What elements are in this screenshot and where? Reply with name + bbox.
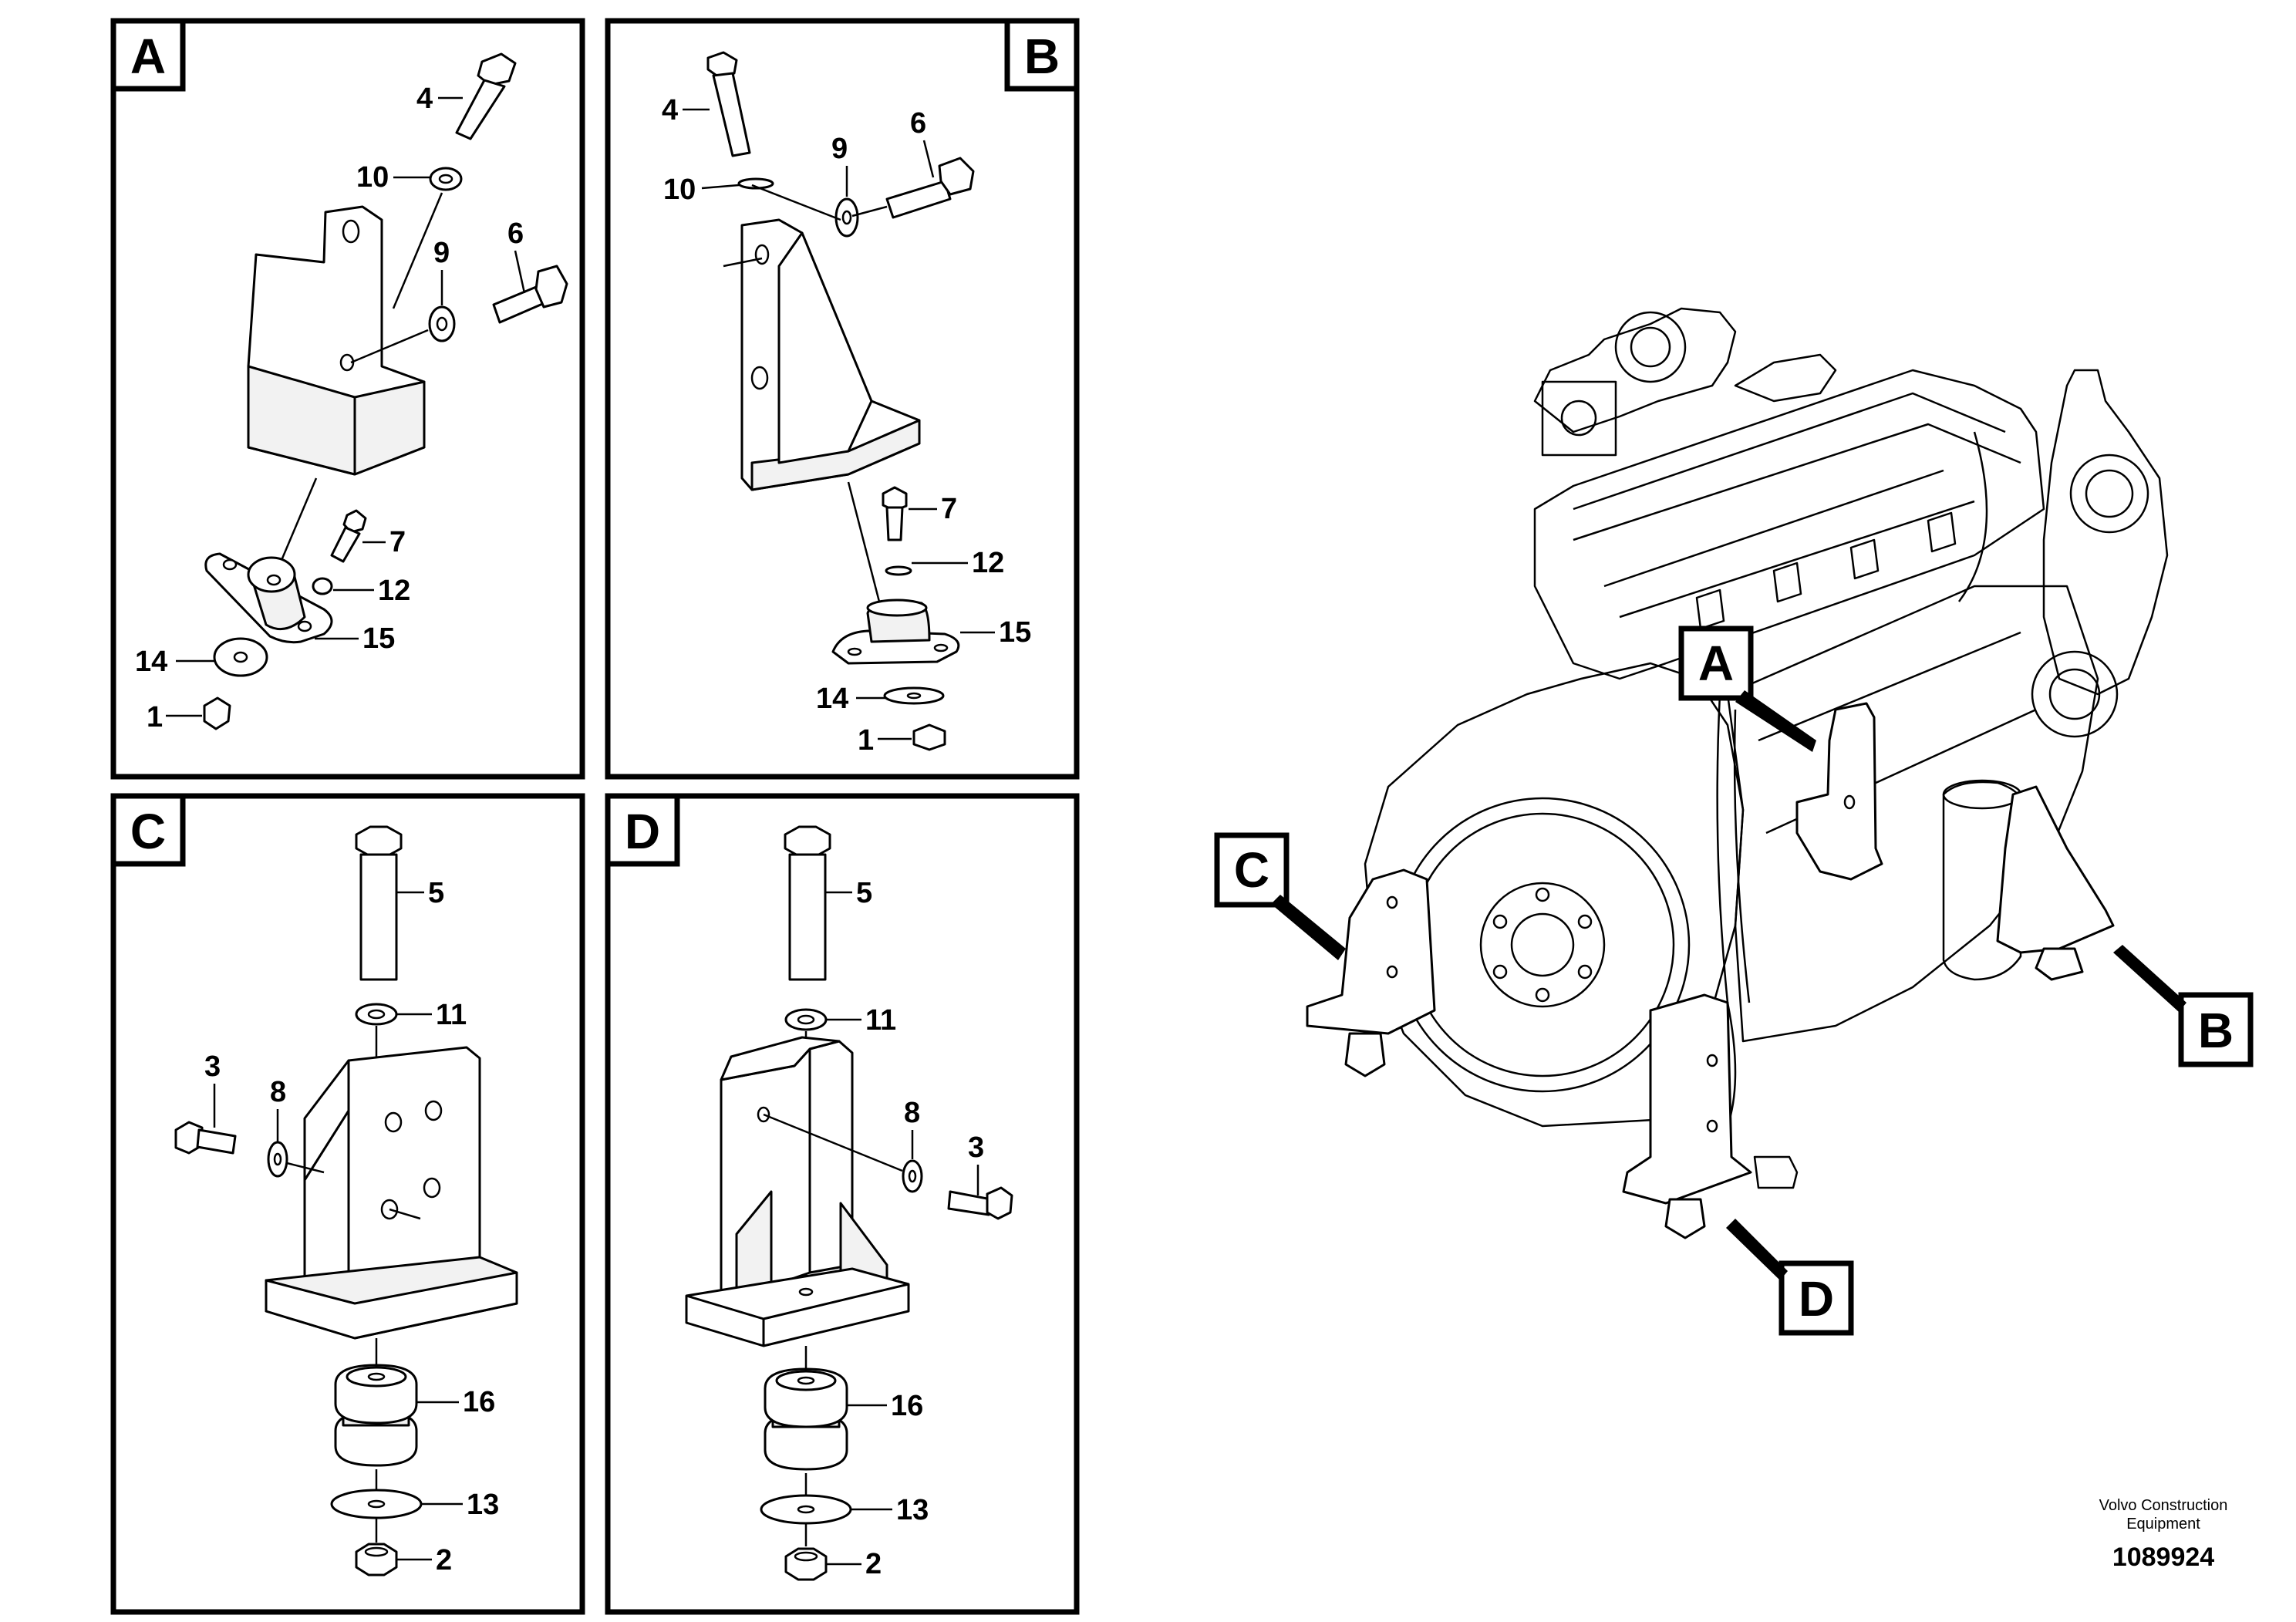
overview-label-c: C [1234, 842, 1269, 898]
panel-d-callouts: 5 11 8 3 16 13 2 [825, 877, 984, 1580]
bolt-7 [882, 486, 908, 541]
callout-a-10: 10 [356, 161, 389, 194]
callout-c-11: 11 [436, 999, 467, 1031]
panel-a-letter-box [110, 18, 186, 92]
engine-overview: A C B D [1214, 307, 2254, 1336]
panel-a-letter: A [130, 29, 166, 84]
callout-d-8: 8 [904, 1097, 920, 1129]
callout-b-14: 14 [816, 683, 848, 715]
nut-2 [355, 1543, 398, 1576]
rubber-mount-15 [831, 599, 960, 665]
callout-d-5: 5 [856, 877, 872, 909]
callout-b-1: 1 [858, 724, 874, 757]
panel-b-letter-box [1004, 18, 1080, 92]
rubber-mount-16 [334, 1364, 418, 1467]
footer-company-line1: Volvo Construction [2099, 1497, 2228, 1514]
bracket-d [685, 1036, 910, 1347]
callout-a-14: 14 [135, 646, 167, 678]
callout-a-4: 4 [416, 83, 433, 115]
bracket-c [265, 1046, 518, 1340]
callout-b-15: 15 [999, 616, 1031, 649]
panel-a: A [110, 18, 585, 780]
callout-a-15: 15 [362, 622, 395, 655]
callout-a-7: 7 [389, 526, 406, 558]
callout-c-16: 16 [463, 1386, 495, 1418]
drawing-number: 1089924 [2112, 1543, 2214, 1572]
overview-label-d: D [1799, 1271, 1834, 1327]
rubber-mount-16 [764, 1367, 848, 1471]
panel-c-callouts: 5 11 3 8 16 13 2 [204, 877, 499, 1576]
callout-c-13: 13 [467, 1489, 499, 1521]
nut-1 [203, 696, 231, 730]
callout-d-11: 11 [865, 1004, 896, 1037]
callout-b-4: 4 [662, 94, 678, 126]
nut-2 [784, 1547, 828, 1581]
callout-c-8: 8 [270, 1076, 286, 1108]
bolt-3 [947, 1186, 1013, 1220]
bolt-4 [706, 51, 751, 157]
panel-d-letter: D [625, 804, 660, 859]
callout-a-6: 6 [507, 218, 524, 250]
bolt-6 [885, 157, 975, 219]
callout-b-9: 9 [831, 133, 848, 165]
footer-company-line2: Equipment [2126, 1516, 2200, 1533]
callout-d-16: 16 [891, 1390, 923, 1422]
callout-d-3: 3 [968, 1131, 984, 1164]
panel-c-letter-box [110, 793, 186, 867]
bolt-4 [455, 52, 517, 140]
callout-b-10: 10 [663, 174, 696, 206]
overview-label-b-box [2178, 992, 2254, 1067]
callout-b-12: 12 [972, 547, 1004, 579]
overview-label-a-box [1678, 626, 1754, 701]
overview-label-d-box [1778, 1260, 1854, 1336]
overview-label-c-box [1214, 832, 1290, 908]
bolt-5 [355, 825, 403, 981]
overview-label-b: B [2198, 1003, 2234, 1058]
bolt-7 [330, 509, 367, 563]
callout-a-1: 1 [147, 701, 163, 733]
panel-b-letter: B [1024, 29, 1060, 84]
bracket-b [740, 218, 921, 491]
panel-b-callouts: 4 9 6 10 7 12 15 14 1 [662, 94, 1031, 757]
overview-label-a: A [1698, 636, 1734, 691]
panel-b: B [605, 18, 1080, 780]
callout-c-5: 5 [428, 877, 444, 909]
nut-1 [912, 723, 946, 751]
bolt-3 [174, 1121, 237, 1155]
washer-12 [312, 577, 333, 595]
bolt-6 [492, 265, 568, 324]
callout-b-6: 6 [910, 107, 926, 140]
callout-a-12: 12 [378, 575, 410, 607]
callout-d-2: 2 [865, 1548, 882, 1580]
bolt-5 [784, 825, 831, 981]
washer-10 [737, 177, 774, 190]
callout-a-9: 9 [433, 237, 450, 269]
callout-b-7: 7 [941, 493, 957, 525]
callout-c-3: 3 [204, 1050, 221, 1083]
footer: Volvo Construction Equipment 1089924 [2099, 1497, 2228, 1572]
callout-c-2: 2 [436, 1544, 452, 1576]
panel-d: D [605, 793, 1080, 1615]
panel-d-letter-box [605, 793, 680, 867]
rubber-mount-15 [204, 552, 333, 644]
callout-d-13: 13 [896, 1494, 929, 1526]
panel-c-letter: C [130, 804, 166, 859]
washer-12 [885, 565, 912, 576]
panel-a-callouts: 4 10 9 6 7 12 14 15 1 [135, 83, 526, 733]
panel-c: C [110, 793, 585, 1615]
bracket-a [247, 205, 426, 476]
